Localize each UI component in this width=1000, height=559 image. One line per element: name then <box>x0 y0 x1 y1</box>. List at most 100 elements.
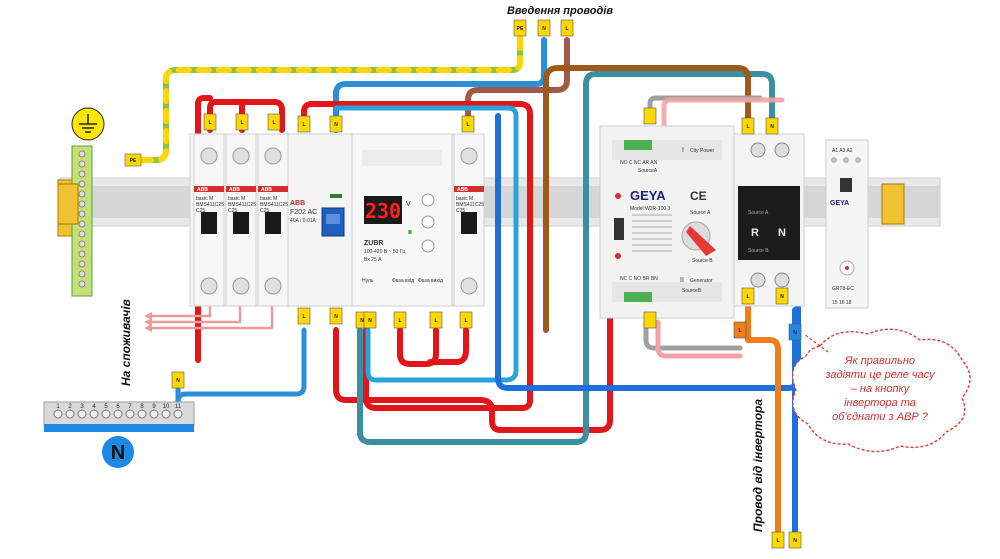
n-bus-screw <box>65 409 75 419</box>
switch-letter-r: R <box>751 227 759 239</box>
svg-text:N: N <box>793 330 797 336</box>
n-bus-screw <box>53 409 63 419</box>
ats-device: NO C NC AR AN NC C NO BR BN SourceA Sour… <box>599 125 735 319</box>
relay-button-up[interactable] <box>421 193 435 207</box>
rcd-spec: 40A / 0.01A <box>290 218 317 224</box>
pe-screw <box>78 260 86 268</box>
relay-display: 230 <box>365 199 401 223</box>
consumer-arrows <box>144 312 152 332</box>
ferrule-n: N <box>537 19 551 37</box>
n-bus-number: 3 <box>80 404 84 410</box>
timer-bottom-terminals: 15 16 18 <box>832 300 852 306</box>
end-stop-right <box>881 183 905 225</box>
ferrule-pe: PE <box>124 153 142 167</box>
n-bus-number: 4 <box>92 404 96 410</box>
n-bus-number: 5 <box>104 404 108 410</box>
n-bus-screw <box>113 409 123 419</box>
ferrule-l: L <box>741 117 755 135</box>
svg-text:L: L <box>738 328 741 334</box>
svg-text:L: L <box>434 318 437 324</box>
pe-screw <box>78 190 86 198</box>
n-bus-screw <box>101 409 111 419</box>
svg-text:N: N <box>176 378 180 384</box>
mcb-toggle[interactable] <box>461 212 477 234</box>
ferrule-l: L <box>459 311 473 329</box>
svg-text:N: N <box>770 124 774 130</box>
relay-spec-voltage: 100-420 В ~ 50 Гц <box>364 249 405 255</box>
n-bus-screw <box>137 409 147 419</box>
pe-screw <box>78 220 86 228</box>
ferrule-n: N <box>775 287 789 305</box>
ferrule-l: L <box>267 113 281 131</box>
ats-selector-handle[interactable] <box>686 226 716 256</box>
svg-text:PE: PE <box>130 158 137 164</box>
end-stop-left <box>57 183 79 225</box>
mcb-toggle[interactable] <box>201 212 217 234</box>
svg-text:BMS411C25: BMS411C25 <box>456 202 484 208</box>
ats-roman-2: II <box>680 277 684 284</box>
rcd-model: F202 AC <box>290 209 317 216</box>
pe-screw <box>78 180 86 188</box>
ferrule-pe: PE <box>513 19 527 37</box>
pe-screw <box>78 150 86 158</box>
ats-terminal-top: NO C NC AR AN <box>620 160 658 166</box>
switch-letter-n: N <box>778 227 786 239</box>
ats-front-source-b: Source B <box>692 258 713 264</box>
ats-city-power: City Power <box>690 148 715 154</box>
n-bus-number: 8 <box>140 404 144 410</box>
svg-text:L: L <box>464 318 467 324</box>
label-inverter-wire: Провод від інвертора <box>751 399 765 532</box>
ground-symbol-icon <box>71 107 105 141</box>
ats-brand: GEYA <box>630 188 666 203</box>
ferrule-l: L <box>741 287 755 305</box>
svg-text:N: N <box>542 26 546 32</box>
brown-wire <box>543 65 751 333</box>
pe-screw <box>78 160 86 168</box>
ferrule-l: L <box>771 531 785 549</box>
svg-text:L: L <box>776 538 779 544</box>
ferrule-l: L <box>461 115 475 133</box>
ferrule-l: L <box>235 113 249 131</box>
ferrule-signal <box>643 107 657 125</box>
svg-text:N: N <box>780 294 784 300</box>
relay-button-mode[interactable] <box>421 215 435 229</box>
n-bus-number: 10 <box>163 404 170 410</box>
svg-text:C25: C25 <box>228 208 237 214</box>
svg-text:L: L <box>398 318 401 324</box>
svg-text:basic M: basic M <box>228 196 245 202</box>
svg-text:N: N <box>368 318 372 324</box>
ats-terminal-bottom: NC C NO BR BN <box>620 276 658 282</box>
ferrule-l: L <box>560 19 574 37</box>
svg-text:basic M: basic M <box>196 196 213 202</box>
neutral-loop-wire <box>175 327 307 405</box>
phase-in-wire <box>465 37 570 131</box>
pe-screw <box>78 280 86 288</box>
gray-wire <box>643 319 743 351</box>
n-bus-screw <box>125 409 135 419</box>
ferrule-signal <box>643 311 657 329</box>
relay-spec-current: Вх 25 А <box>364 257 382 263</box>
relay-terminal-in: Фаза вхід <box>392 278 414 284</box>
relay-button-down[interactable] <box>421 239 435 253</box>
ats-roman-1: I <box>682 147 684 154</box>
svg-text:L: L <box>272 120 275 126</box>
relay-unit: V <box>406 201 411 208</box>
svg-text:N: N <box>334 314 338 320</box>
n-bus-number: 11 <box>175 404 182 410</box>
timer-brand: GEYA <box>830 200 849 207</box>
mcb-toggle[interactable] <box>233 212 249 234</box>
timer-top-terminals: A1 A3 A2 <box>832 148 853 154</box>
n-bus-screw <box>149 409 159 419</box>
ferrule-n: N <box>788 531 802 549</box>
mcb-toggle[interactable] <box>265 212 281 234</box>
teal-wire <box>357 71 775 445</box>
ats-front-source-a: Source A <box>690 210 711 216</box>
pe-screw <box>78 230 86 238</box>
n-bus-number: 1 <box>56 404 60 410</box>
svg-text:L: L <box>302 122 305 128</box>
ferrule-l: L <box>733 321 747 339</box>
